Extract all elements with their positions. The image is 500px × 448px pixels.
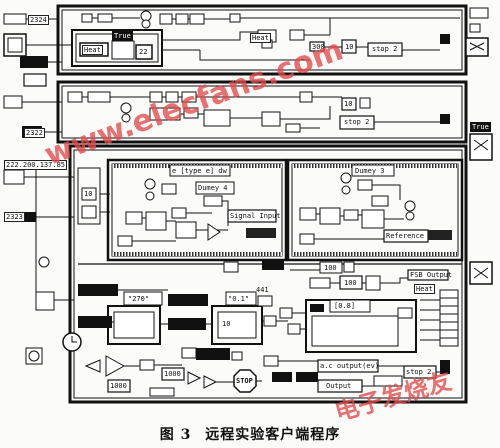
section3-case-left-selector bbox=[169, 164, 231, 177]
section1-inner-case bbox=[71, 29, 163, 67]
section2-while-loop bbox=[56, 80, 468, 144]
section1-heat-tag: Heat bbox=[250, 33, 271, 43]
section3-heat-label: Heat bbox=[414, 284, 435, 294]
section3-address: 222.200.137.85 bbox=[4, 160, 68, 170]
section3-case-left bbox=[106, 158, 288, 262]
section2-const-10-box bbox=[341, 97, 357, 111]
section3-case-right bbox=[286, 158, 464, 262]
section1-const-22-box bbox=[135, 44, 153, 60]
section3-signal-input-box bbox=[227, 209, 277, 223]
section3-const-100-label: 100 bbox=[344, 279, 357, 287]
section3-dumey4-label: Dumey 4 bbox=[198, 184, 228, 192]
section1-heat-box: Heat bbox=[82, 45, 103, 55]
section3-const-1000-b-label: 1000 bbox=[164, 370, 181, 378]
section3-while-loop bbox=[68, 144, 468, 404]
section3-numeric-left: 2323 bbox=[4, 212, 25, 222]
section1-stop-label: stop 2 bbox=[372, 45, 398, 53]
section3-const-100-top-label: 100 bbox=[324, 264, 337, 272]
section3-const-100-top bbox=[319, 261, 343, 274]
section3-const-441: 441 bbox=[256, 286, 269, 294]
section3-seg-08: [0.8] bbox=[334, 302, 356, 310]
section1-numeric-left: 2324 bbox=[28, 15, 49, 25]
section2-const-10: 10 bbox=[344, 100, 353, 108]
section1-const-300: 300 bbox=[312, 43, 325, 51]
section3-dumey3-label: Dumey 3 bbox=[355, 167, 385, 175]
section3-output-label: Output bbox=[326, 382, 352, 390]
section3-stop-button-shape bbox=[233, 369, 257, 393]
section1-const-22: 22 bbox=[139, 48, 148, 56]
section1-true-label: True bbox=[112, 31, 133, 41]
section3-dumey4-box bbox=[195, 181, 235, 195]
section3-const-1000-a-label: 1000 bbox=[110, 382, 127, 390]
section3-str-01: "0.1" bbox=[228, 295, 250, 303]
section3-output-ac-label: a.c output(ev) bbox=[320, 362, 380, 370]
section1-const-10: 10 bbox=[345, 43, 354, 51]
section2-stop-label: stop 2 bbox=[344, 118, 370, 126]
section3-listbox-left bbox=[107, 305, 161, 345]
figure-title: 远程实验客户端程序 bbox=[205, 427, 341, 443]
section3-const-10: 10 bbox=[84, 190, 93, 198]
section3-dumey3-box bbox=[351, 164, 395, 177]
section3-const-1000-a bbox=[107, 379, 131, 393]
section3-reference-label: Reference bbox=[386, 232, 424, 240]
section3-const-10-b: 10 bbox=[222, 320, 231, 328]
section3-signal-input-label: Signal Input bbox=[230, 212, 281, 220]
section3-listbox-mid bbox=[211, 305, 263, 345]
section3-stop-button: STOP bbox=[236, 377, 253, 385]
section3-true-label: True bbox=[470, 122, 491, 132]
figure-caption: 图 3 远程实验客户端程序 bbox=[0, 424, 500, 444]
section3-fsb-output-label: FSB Output bbox=[410, 271, 453, 279]
section2-numeric-left: 2322 bbox=[24, 128, 45, 138]
section3-case-left-selector-label: e [type e] dw bbox=[172, 167, 227, 175]
figure-number: 图 3 bbox=[159, 427, 192, 443]
section3-const-1000-b bbox=[161, 367, 185, 381]
section3-fsb-output-box bbox=[407, 269, 449, 281]
section3-stop-label: stop 2 bbox=[406, 368, 432, 376]
section3-str-270: "270" bbox=[128, 295, 150, 303]
